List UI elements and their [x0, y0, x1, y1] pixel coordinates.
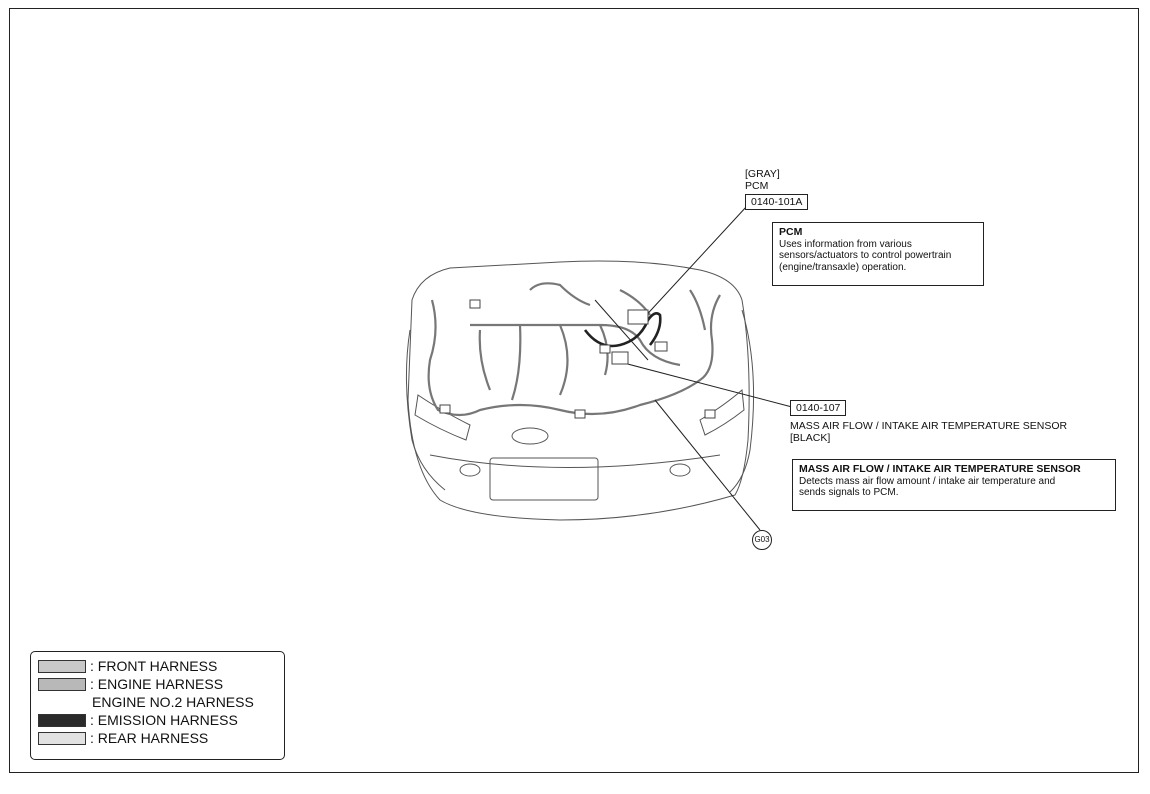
pcm-description-line: sensors/actuators to control powertrain	[779, 250, 952, 261]
legend-item-rear-harness: : REAR HARNESS	[38, 729, 284, 747]
car-body-outline	[407, 260, 750, 521]
engine-harness-branch	[529, 282, 707, 331]
maf-description-line: sends signals to PCM.	[799, 487, 899, 498]
maf-connector-code: 0140-107	[790, 400, 847, 416]
left-fog-lamp	[459, 463, 481, 477]
pcm-description-title: PCM	[779, 226, 803, 238]
ground-point-g03: G03	[752, 530, 772, 550]
legend-label: : EMISSION HARNESS	[90, 712, 238, 728]
front-emblem	[511, 427, 549, 445]
pcm-connector-label: PCM	[745, 180, 769, 192]
pcm-description-line: (engine/transaxle) operation.	[779, 261, 907, 273]
right-headlamp	[699, 388, 745, 436]
maf-description-box: MASS AIR FLOW / INTAKE AIR TEMPERATURE S…	[792, 459, 1116, 511]
maf-description-line: Detects mass air flow amount / intake ai…	[799, 475, 1056, 487]
legend-label: : REAR HARNESS	[90, 730, 209, 746]
legend-item-engine-harness: : ENGINE HARNESS	[38, 675, 284, 693]
pcm-connector-code: 0140-101A	[745, 194, 809, 210]
pcm-connector-symbol	[627, 309, 649, 325]
legend-swatch	[38, 659, 86, 673]
legend-item-emission-harness: : EMISSION HARNESS	[38, 711, 284, 729]
legend-swatch	[38, 713, 86, 727]
car-outline-extra	[594, 299, 649, 361]
maf-connector-symbol	[611, 351, 629, 365]
legend-swatch	[38, 677, 86, 691]
legend-item-front-harness: : FRONT HARNESS	[38, 657, 284, 675]
right-fender	[729, 309, 755, 493]
maf-connector-color: [BLACK]	[790, 432, 831, 444]
diagram-frame	[9, 8, 1139, 773]
engine-harness	[470, 323, 681, 401]
left-fender	[405, 329, 446, 491]
pcm-leader-line	[639, 205, 748, 323]
legend-label: : FRONT HARNESS	[90, 658, 218, 674]
legend-swatch	[38, 731, 86, 745]
maf-connector-label: MASS AIR FLOW / INTAKE AIR TEMPERATURE S…	[790, 420, 1068, 432]
legend-label: : ENGINE HARNESS	[90, 676, 224, 692]
ground-leader-line	[654, 399, 761, 531]
front-harness	[427, 294, 721, 417]
left-headlamp	[414, 394, 471, 441]
maf-description-title: MASS AIR FLOW / INTAKE AIR TEMPERATURE S…	[799, 463, 1081, 475]
maf-leader-line	[619, 361, 793, 408]
bumper-line	[429, 454, 721, 468]
right-fog-lamp	[669, 463, 691, 477]
pcm-description-line: Uses information from various	[779, 238, 912, 250]
harness-legend: : FRONT HARNESS : ENGINE HARNESS ENGINE …	[30, 651, 285, 760]
legend-label: ENGINE NO.2 HARNESS	[92, 694, 254, 710]
license-plate	[489, 457, 599, 501]
pcm-connector-color: [GRAY]	[745, 168, 780, 180]
legend-item-engine-no2-harness: ENGINE NO.2 HARNESS	[38, 693, 284, 711]
pcm-description-box: PCM Uses information from various sensor…	[772, 222, 984, 286]
emission-harness	[583, 312, 662, 348]
